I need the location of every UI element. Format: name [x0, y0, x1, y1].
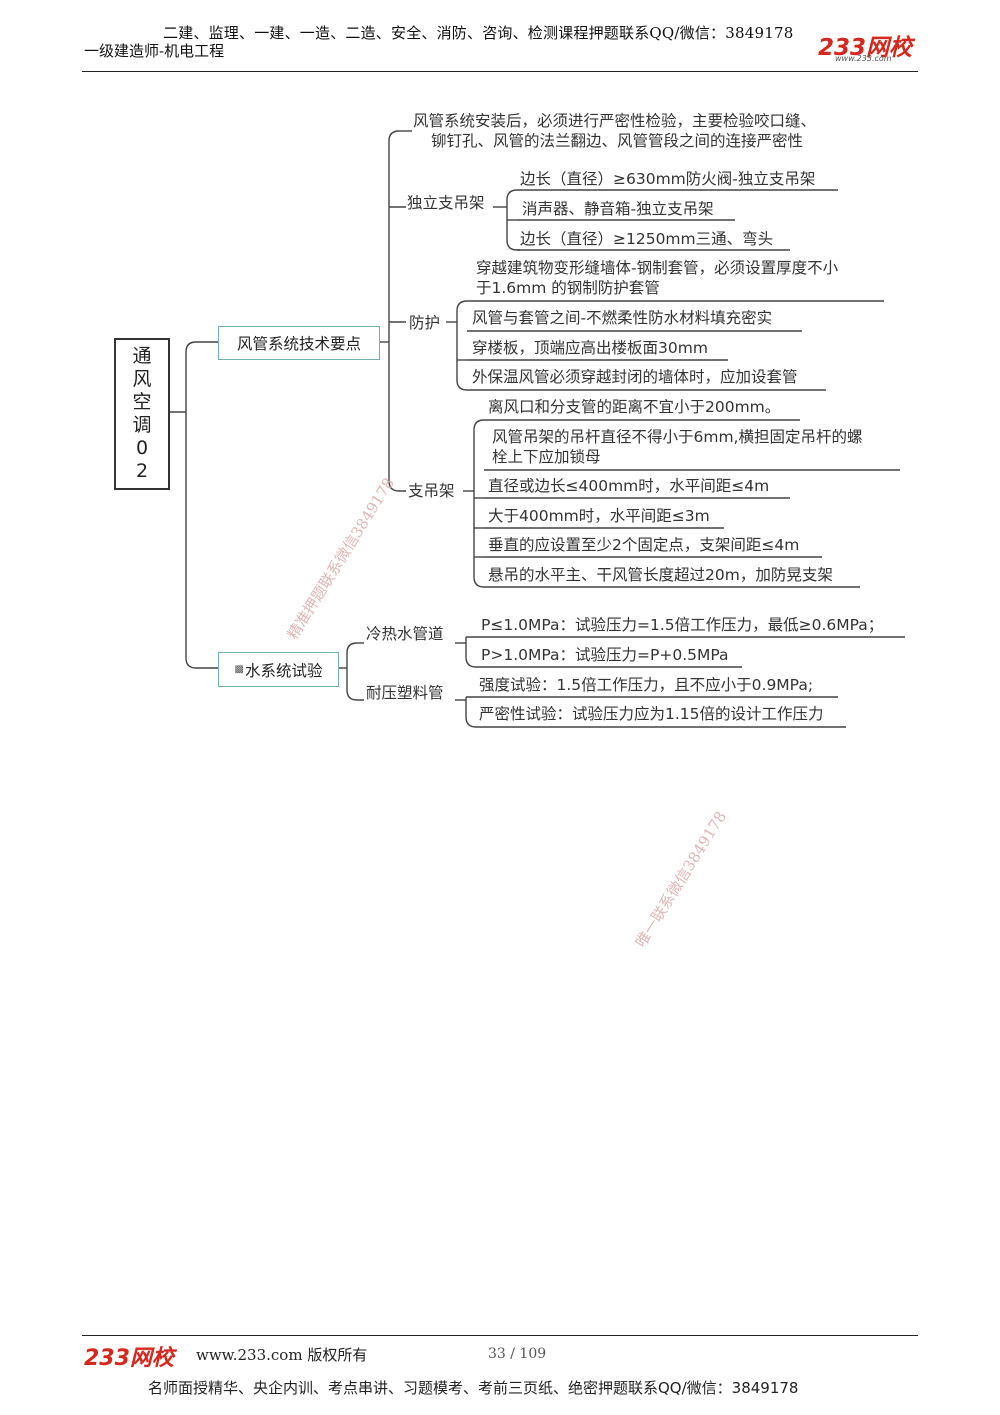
- grid-icon: ▩: [234, 664, 244, 675]
- root-node: 通 风 空 调 0 2: [114, 338, 170, 490]
- hanger-label: 支吊架: [408, 482, 455, 500]
- independent-item: 边长（直径）≥1250mm三通、弯头: [520, 230, 774, 248]
- text-line: 铆钉孔、风管的法兰翻边、风管管段之间的连接严密性: [431, 132, 804, 150]
- root-char: 空: [132, 391, 152, 413]
- header-contact-line: 二建、监理、一建、一造、二造、安全、消防、咨询、检测课程押题联系QQ/微信：38…: [163, 24, 794, 42]
- root-char: 0: [135, 437, 149, 459]
- document-subtitle: 一级建造师-机电工程: [84, 42, 225, 60]
- header-divider: [82, 71, 918, 72]
- page-number: 33 / 109: [488, 1346, 547, 1362]
- text-line: 风管系统安装后，必须进行严密性检验，主要检验咬口缝、: [413, 112, 817, 130]
- hot-cold-item: P≤1.0MPa：试验压力=1.5倍工作压力，最低≥0.6MPa；: [481, 616, 884, 634]
- plastic-pipe-label: 耐压塑料管: [366, 684, 444, 702]
- brand-logo: 233网校: [818, 35, 913, 61]
- footer-logo: 233网校: [84, 1346, 174, 1371]
- hanger-item: 大于400mm时，水平间距≤3m: [488, 507, 710, 525]
- branch-duct-system-node: 风管系统技术要点: [218, 326, 380, 360]
- watermark: 唯一联系微信3849178: [631, 808, 731, 951]
- protection-item: 外保温风管必须穿越封闭的墙体时，应加设套管: [472, 368, 798, 386]
- hot-cold-pipe-label: 冷热水管道: [366, 625, 444, 643]
- text-line: 栓上下应加锁母: [492, 448, 601, 466]
- hot-cold-item: P>1.0MPa：试验压力=P+0.5MPa: [481, 646, 729, 664]
- footer-contact-line: 名师面授精华、央企内训、考点串讲、习题模考、考前三页纸、绝密押题联系QQ/微信：…: [148, 1379, 799, 1397]
- hanger-item: 离风口和分支管的距离不宜小于200mm。: [488, 398, 781, 416]
- hanger-item: 风管吊架的吊杆直径不得小于6mm,横担固定吊杆的螺 栓上下应加锁母: [492, 427, 863, 467]
- hanger-item: 悬吊的水平主、干风管长度超过20m，加防晃支架: [488, 566, 833, 584]
- footer-copyright: www.233.com 版权所有: [196, 1346, 368, 1364]
- protection-label: 防护: [409, 314, 441, 332]
- branch-water-test-node: ▩ 水系统试验: [218, 652, 339, 687]
- plastic-item: 强度试验：1.5倍工作压力，且不应小于0.9MPa;: [479, 676, 814, 694]
- hanger-item: 垂直的应设置至少2个固定点，支架间距≤4m: [488, 536, 800, 554]
- text-line: 于1.6mm 的钢制防护套管: [476, 279, 660, 297]
- root-char: 2: [135, 460, 149, 482]
- root-char: 风: [132, 368, 152, 390]
- branch-duct-system-label: 风管系统技术要点: [236, 335, 361, 353]
- plastic-item: 严密性试验：试验压力应为1.15倍的设计工作压力: [479, 705, 824, 723]
- root-char: 通: [132, 345, 152, 367]
- brand-logo-url: www.233.com: [835, 54, 892, 63]
- independent-hanger-label: 独立支吊架: [407, 194, 485, 212]
- text-line: 风管吊架的吊杆直径不得小于6mm,横担固定吊杆的螺: [492, 428, 863, 446]
- protection-item: 穿越建筑物变形缝墙体-钢制套管，必须设置厚度不小 于1.6mm 的钢制防护套管: [476, 258, 838, 298]
- mindmap-connectors: [166, 130, 905, 728]
- footer-divider: [82, 1335, 918, 1336]
- root-char: 调: [132, 414, 152, 436]
- duct-tightness-text: 风管系统安装后，必须进行严密性检验，主要检验咬口缝、 铆钉孔、风管的法兰翻边、风…: [413, 111, 816, 151]
- text-line: 穿越建筑物变形缝墙体-钢制套管，必须设置厚度不小: [476, 259, 839, 277]
- protection-item: 风管与套管之间-不燃柔性防水材料填充密实: [472, 309, 773, 327]
- independent-item: 边长（直径）≥630mm防火阀-独立支吊架: [520, 170, 816, 188]
- branch-water-test-label: 水系统试验: [244, 661, 323, 680]
- independent-item: 消声器、静音箱-独立支吊架: [522, 200, 714, 218]
- hanger-item: 直径或边长≤400mm时，水平间距≤4m: [488, 477, 770, 495]
- protection-item: 穿楼板，顶端应高出楼板面30mm: [472, 339, 708, 357]
